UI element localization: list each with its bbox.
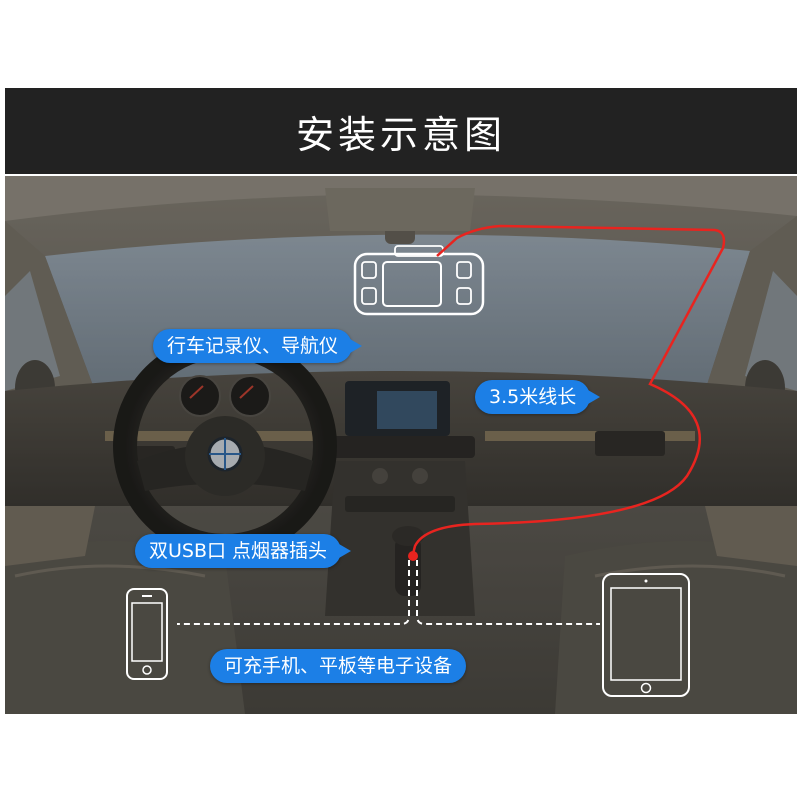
page-title: 安装示意图 — [295, 112, 506, 157]
power-cable — [411, 224, 726, 555]
phone-icon — [126, 588, 168, 680]
tablet-icon — [602, 573, 690, 697]
dashcam-icon — [353, 245, 485, 316]
car-interior-scene: 行车记录仪、导航仪 3.5米线长 双USB口 点烟器插头 可充手机、平板等电子设… — [5, 176, 797, 714]
chargeable-devices-label: 可充手机、平板等电子设备 — [210, 649, 467, 683]
dashcam-label: 行车记录仪、导航仪 — [153, 329, 363, 363]
car-interior-illustration — [5, 176, 797, 714]
title-banner: 安装示意图 — [5, 88, 797, 174]
cable-length-label: 3.5米线长 — [475, 380, 601, 414]
usb-charger-label: 双USB口 点烟器插头 — [135, 534, 352, 568]
